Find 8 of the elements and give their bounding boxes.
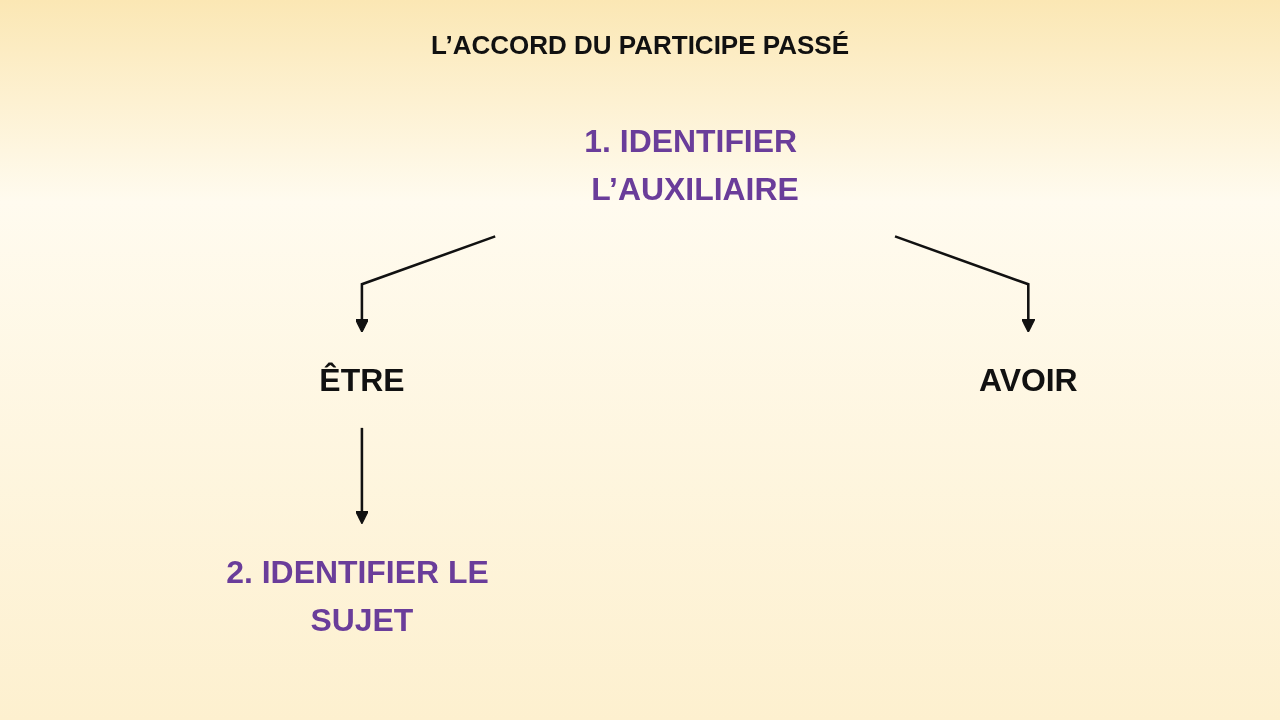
node-text: AVOIR <box>978 362 1078 398</box>
arrow <box>354 235 496 333</box>
node-text: 1. IDENTIFIER L’AUXILIAIRE <box>584 123 799 207</box>
title: L’ACCORD DU PARTICIPE PASSÉ <box>431 30 849 61</box>
node-text: ÊTRE <box>319 362 405 398</box>
arrow <box>894 235 1036 333</box>
node-text: 2. IDENTIFIER LE SUJET <box>226 553 489 637</box>
arrow <box>354 427 369 525</box>
